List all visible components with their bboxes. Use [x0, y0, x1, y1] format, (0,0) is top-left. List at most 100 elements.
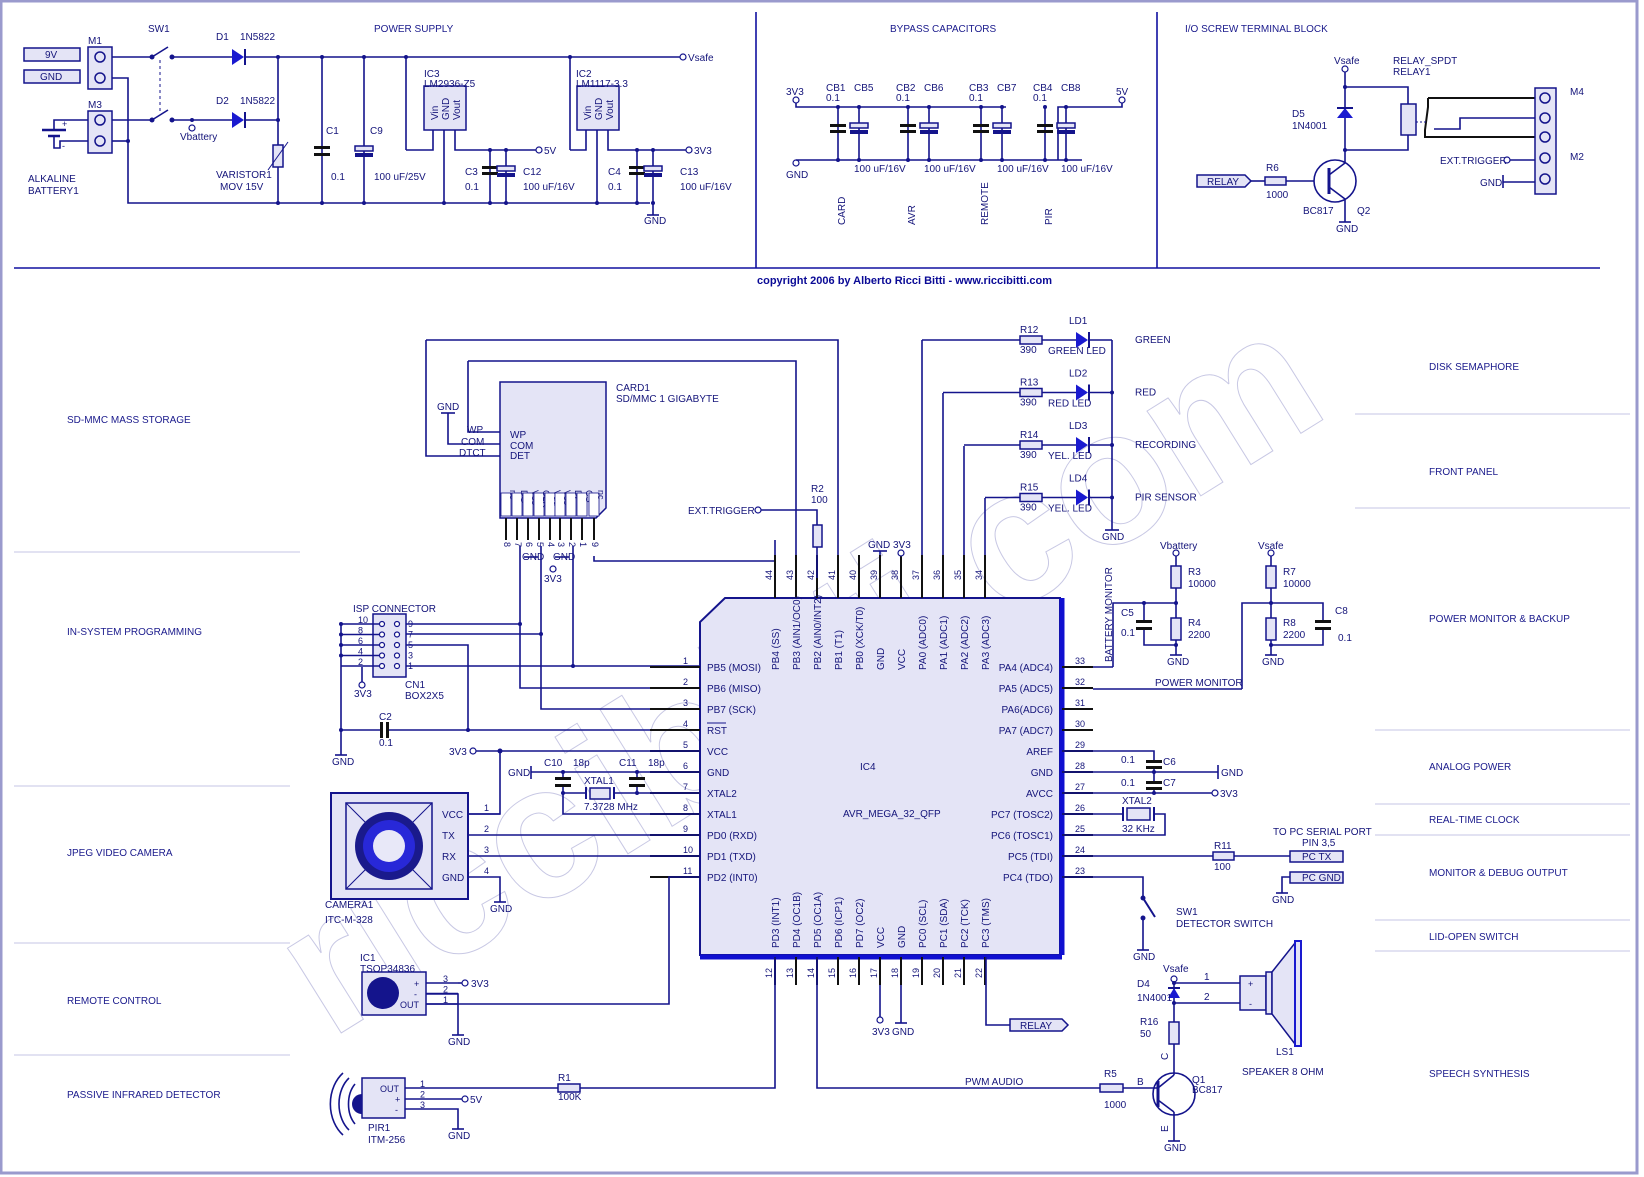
- svg-text:IC3: IC3: [424, 69, 440, 80]
- svg-text:2: 2: [443, 985, 448, 995]
- pin-label: PB2 (AIN0/INT2): [813, 595, 824, 670]
- svg-text:GND: GND: [522, 552, 544, 563]
- pin-number: 24: [1075, 845, 1085, 855]
- pin-number: 28: [1075, 761, 1085, 771]
- svg-text:1: 1: [484, 803, 489, 813]
- card-pin-number: 5: [535, 542, 545, 547]
- pin-label: VCC: [897, 649, 908, 670]
- ir-dome-icon: [367, 977, 399, 1009]
- svg-text:Vsafe: Vsafe: [1334, 56, 1360, 67]
- svg-text:-: -: [414, 990, 417, 1000]
- pin-label: VCC: [707, 747, 728, 758]
- sw1-label: SW1: [148, 24, 170, 35]
- relay-net-tag-bottom: [1009, 1018, 1070, 1032]
- svg-text:100 uF/25V: 100 uF/25V: [374, 172, 426, 183]
- svg-text:C8: C8: [1335, 606, 1348, 617]
- svg-text:YEL. LED: YEL. LED: [1048, 504, 1092, 515]
- pin-label: PA3 (ADC3): [981, 616, 992, 670]
- resistor: [1019, 440, 1043, 450]
- svg-text:ISP CONNECTOR: ISP CONNECTOR: [353, 604, 436, 615]
- pin-label: PC2 (TCK): [960, 899, 971, 948]
- pin-number: 11: [683, 866, 692, 876]
- section-camera: JPEG VIDEO CAMERA: [67, 848, 173, 859]
- svg-text:0.1: 0.1: [331, 172, 345, 183]
- svg-text:LS1: LS1: [1276, 1047, 1294, 1058]
- power-supply-circuit: 9V GND M1 M3 + - ALKALINE BATTERY1 SW1: [23, 24, 732, 227]
- svg-text:C10: C10: [544, 758, 563, 769]
- card-pin-number: 7: [513, 542, 523, 547]
- svg-text:E: E: [1160, 1125, 1171, 1132]
- svg-text:PIN 3,5: PIN 3,5: [1302, 838, 1336, 849]
- cap-label: CB4: [1033, 83, 1053, 94]
- section-sd-mmc: SD-MMC MASS STORAGE: [67, 415, 191, 426]
- svg-text:Vin: Vin: [430, 106, 441, 120]
- pin-number: 19: [911, 968, 921, 978]
- svg-text:PWM AUDIO: PWM AUDIO: [965, 1077, 1024, 1088]
- section-analog-power: ANALOG POWER: [1429, 762, 1511, 773]
- pin-label: AVCC: [1026, 789, 1053, 800]
- pin-label: XTAL2: [707, 789, 737, 800]
- svg-text:OUT: OUT: [400, 1000, 420, 1010]
- svg-text:PC TX: PC TX: [1302, 852, 1332, 863]
- power-monitor: Vbattery R3 10000 R4 2200 GND C5 0.1 BAT…: [1104, 541, 1352, 689]
- svg-text:Q2: Q2: [1357, 206, 1371, 217]
- svg-text:M2: M2: [1570, 152, 1584, 163]
- input-9v-tag: [23, 47, 81, 62]
- diode-icon: [1337, 107, 1353, 118]
- svg-text:AVR_MEGA_32_QFP: AVR_MEGA_32_QFP: [843, 809, 941, 820]
- pin-number: 3: [683, 698, 688, 708]
- vsafe-net: Vsafe: [688, 53, 714, 64]
- pin-label: PD0 (RXD): [707, 831, 757, 842]
- svg-text:POWER MONITOR: POWER MONITOR: [1155, 678, 1243, 689]
- sd-card: GND WP COM DTCT CARD1 SD/MMC 1 GIGABYTE …: [425, 339, 839, 585]
- svg-text:390: 390: [1020, 345, 1037, 356]
- svg-text:XTAL2: XTAL2: [1122, 796, 1152, 807]
- pin-label: PB6 (MISO): [707, 684, 761, 695]
- svg-text:GND: GND: [553, 552, 575, 563]
- svg-text:C5: C5: [1121, 608, 1134, 619]
- svg-text:3V3: 3V3: [786, 87, 804, 98]
- svg-text:PIR1: PIR1: [368, 1123, 391, 1134]
- svg-text:DTCT: DTCT: [459, 448, 486, 459]
- svg-text:Vsafe: Vsafe: [1258, 541, 1284, 552]
- svg-text:R11: R11: [1214, 841, 1232, 852]
- svg-text:-: -: [395, 1105, 398, 1115]
- section-speech: SPEECH SYNTHESIS: [1429, 1069, 1530, 1080]
- svg-text:R5: R5: [1104, 1069, 1117, 1080]
- vbattery-label: Vbattery: [180, 132, 217, 143]
- pin-number: 35: [953, 570, 963, 580]
- svg-text:1N5822: 1N5822: [240, 32, 275, 43]
- svg-text:5V: 5V: [544, 146, 557, 157]
- pin-number: 39: [869, 570, 879, 580]
- svg-text:IC2: IC2: [576, 69, 592, 80]
- crystal-xtal2: [1126, 807, 1151, 821]
- pin-label: XTAL1: [707, 810, 737, 821]
- svg-text:EXT.TRIGGER: EXT.TRIGGER: [688, 506, 755, 517]
- crystal-xtal1: [589, 787, 611, 800]
- svg-text:1000: 1000: [1266, 190, 1289, 201]
- svg-text:GND: GND: [1221, 768, 1243, 779]
- svg-text:4: 4: [358, 647, 363, 657]
- svg-text:Vsafe: Vsafe: [1163, 964, 1189, 975]
- svg-text:R3: R3: [1188, 567, 1201, 578]
- svg-text:2: 2: [358, 657, 363, 667]
- svg-text:390: 390: [1020, 503, 1037, 514]
- pin-label: RST: [707, 726, 727, 737]
- pin-label: PD7 (OC2): [855, 899, 866, 948]
- pin-label: PC1 (SDA): [939, 899, 950, 948]
- pin-label: PD6 (ICP1): [834, 897, 845, 948]
- pin-number: 22: [974, 968, 984, 978]
- pin-label: PA1 (ADC1): [939, 616, 950, 670]
- pin-label: PB5 (MOSI): [707, 663, 761, 674]
- pin-number: 1: [683, 656, 688, 666]
- bypass-target: AVR: [907, 205, 918, 225]
- svg-text:LD3: LD3: [1069, 421, 1088, 432]
- pin-number: 31: [1075, 698, 1085, 708]
